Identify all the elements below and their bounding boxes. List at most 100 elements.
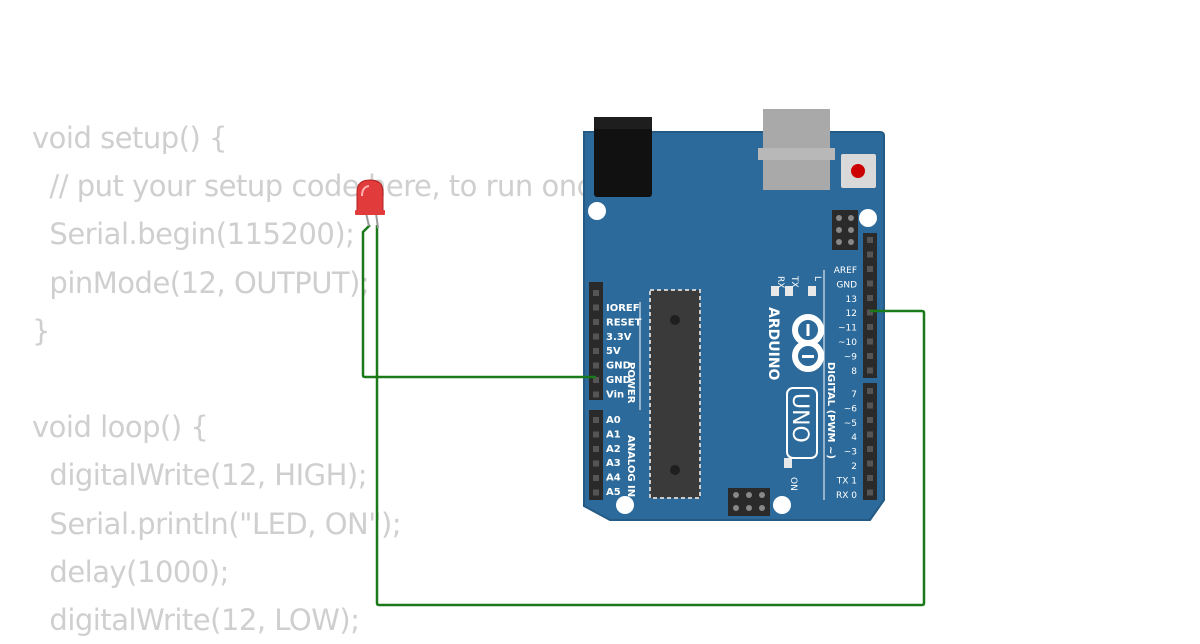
power-header bbox=[589, 282, 603, 400]
pin-label: 13 bbox=[846, 295, 857, 305]
code-line: } bbox=[32, 313, 50, 348]
digital-pin-hole[interactable] bbox=[867, 367, 873, 374]
digital-pin-hole[interactable] bbox=[867, 460, 873, 467]
pin-label: GND bbox=[606, 375, 631, 386]
pin-label: A5 bbox=[606, 487, 621, 498]
power-pin-hole[interactable] bbox=[593, 304, 599, 311]
analog-pin-hole[interactable] bbox=[593, 475, 599, 481]
pin-label: ~11 bbox=[838, 324, 857, 334]
digital-pin-hole[interactable] bbox=[867, 338, 873, 345]
usb-connector-tab bbox=[758, 148, 835, 160]
analog-header-label: ANALOG IN bbox=[625, 435, 636, 497]
chip-notch bbox=[670, 315, 680, 325]
digital-pin-hole[interactable] bbox=[867, 353, 873, 359]
analog-pin-hole[interactable] bbox=[593, 460, 599, 467]
pin-label: GND bbox=[836, 280, 857, 290]
digital-pin-hole[interactable] bbox=[867, 309, 873, 316]
led-highlight bbox=[361, 185, 370, 197]
digital-pin-hole[interactable] bbox=[867, 251, 873, 258]
code-line: delay(1000); bbox=[32, 554, 229, 589]
pin-label: 3.3V bbox=[606, 332, 632, 343]
arduino-uno-board[interactable]: RX TX L ON ARDUINO UNO POWER ANALOG IN D… bbox=[583, 109, 885, 521]
arduino-logo bbox=[792, 314, 824, 372]
analog-pin-hole[interactable] bbox=[593, 489, 599, 496]
circuit-canvas: RX TX L ON ARDUINO UNO POWER ANALOG IN D… bbox=[355, 109, 926, 607]
mounting-hole bbox=[616, 496, 634, 514]
analog-pin-hole[interactable] bbox=[593, 446, 599, 452]
power-pin-hole[interactable] bbox=[593, 333, 599, 340]
code-editor-background: void setup() { // put your setup code he… bbox=[32, 114, 619, 644]
led-anode-leg bbox=[375, 212, 379, 229]
digital-header-label: DIGITAL (PWM ~) bbox=[825, 362, 836, 459]
code-line: void setup() { bbox=[32, 121, 227, 155]
pin-label: AREF bbox=[834, 266, 857, 276]
digital-pin-hole[interactable] bbox=[867, 388, 873, 394]
digital-pin-hole[interactable] bbox=[867, 402, 873, 409]
mounting-hole bbox=[859, 209, 877, 227]
pin-label: 12 bbox=[846, 309, 857, 319]
digital-pin-hole[interactable] bbox=[867, 280, 873, 287]
pin-label: 2 bbox=[851, 462, 857, 472]
pin-label: RESET bbox=[606, 317, 642, 328]
led-body bbox=[356, 179, 384, 213]
led-cathode-leg bbox=[365, 212, 370, 227]
pin-label: A3 bbox=[606, 458, 621, 469]
on-led-label: ON bbox=[788, 477, 798, 491]
svg-text:UNO: UNO bbox=[787, 393, 812, 443]
digital-pin-hole[interactable] bbox=[867, 295, 873, 301]
brand-label: ARDUINO bbox=[765, 307, 781, 381]
power-pin-hole[interactable] bbox=[593, 290, 599, 296]
pin-label: A0 bbox=[606, 415, 621, 426]
pin-label: ~3 bbox=[844, 448, 857, 458]
l-led bbox=[808, 286, 816, 296]
digital-pin-hole[interactable] bbox=[867, 475, 873, 481]
led-base bbox=[355, 210, 385, 215]
pin-label: ~6 bbox=[844, 404, 858, 414]
pin-label: TX 1 bbox=[836, 476, 857, 486]
analog-header bbox=[589, 410, 603, 500]
icsp-header-top bbox=[832, 210, 858, 250]
rx-led-label: RX bbox=[775, 276, 785, 288]
power-pin-hole[interactable] bbox=[593, 377, 599, 383]
red-led[interactable] bbox=[355, 179, 385, 229]
pin-label: 5V bbox=[606, 346, 621, 357]
l-led-label: L bbox=[812, 276, 822, 281]
analog-pin-hole[interactable] bbox=[593, 417, 599, 423]
icsp-header-bottom bbox=[728, 488, 770, 516]
mounting-hole bbox=[773, 496, 791, 514]
pin-label: IOREF bbox=[606, 303, 640, 314]
power-pin-hole[interactable] bbox=[593, 319, 599, 325]
power-pin-hole[interactable] bbox=[593, 348, 599, 354]
analog-pin-hole[interactable] bbox=[593, 431, 599, 438]
power-pin-hole[interactable] bbox=[593, 362, 599, 369]
digital-pin-hole[interactable] bbox=[867, 417, 873, 423]
pin-label: Vin bbox=[606, 389, 624, 400]
code-line: void loop() { bbox=[32, 410, 209, 445]
pin-label: GND bbox=[606, 361, 631, 372]
digital-pin-hole[interactable] bbox=[867, 431, 873, 438]
wire-led-cathode-to-gnd[interactable] bbox=[361, 224, 596, 379]
mounting-hole bbox=[588, 202, 606, 220]
on-led bbox=[784, 458, 792, 468]
pin-label: 4 bbox=[851, 433, 857, 443]
digital-pin-hole[interactable] bbox=[867, 446, 873, 452]
pin-label: RX 0 bbox=[836, 491, 857, 501]
code-line: pinMode(12, OUTPUT); bbox=[32, 265, 370, 300]
digital-pin-hole[interactable] bbox=[867, 324, 873, 330]
pin-label: A2 bbox=[606, 444, 621, 455]
digital-pin-hole[interactable] bbox=[867, 489, 873, 496]
power-jack bbox=[594, 117, 652, 197]
power-pin-hole[interactable] bbox=[593, 391, 599, 398]
tx-led bbox=[785, 286, 793, 296]
pin-label: 8 bbox=[851, 367, 857, 377]
chip-marker bbox=[670, 465, 680, 475]
pin-label: A1 bbox=[606, 429, 621, 440]
power-jack-top bbox=[594, 117, 652, 129]
digital-pin-hole[interactable] bbox=[867, 237, 873, 243]
reset-button-cap[interactable] bbox=[851, 164, 865, 178]
pin-label: ~10 bbox=[838, 338, 857, 348]
wire-led-anode-to-pin12[interactable] bbox=[375, 225, 926, 607]
power-header-label: POWER bbox=[625, 362, 636, 404]
digital-pin-hole[interactable] bbox=[867, 266, 873, 272]
code-line: Serial.begin(115200); bbox=[32, 217, 355, 252]
